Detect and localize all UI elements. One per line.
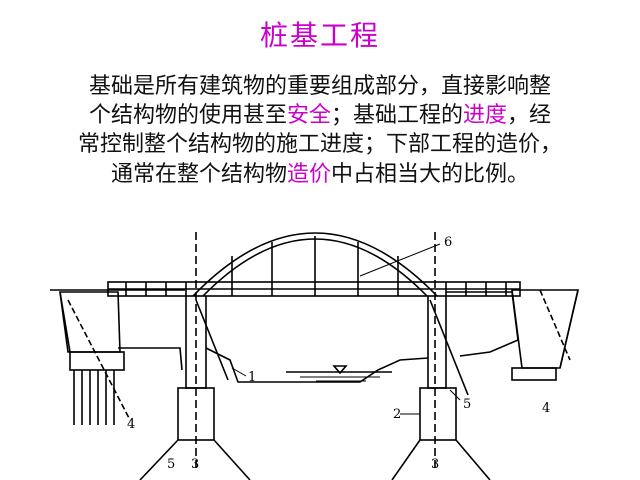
left-ground-surface bbox=[118, 347, 183, 371]
label-4-right: 4 bbox=[542, 401, 550, 416]
arch-hangers bbox=[231, 236, 399, 296]
right-pier bbox=[427, 296, 447, 389]
left-footing-spread bbox=[139, 439, 251, 480]
left-abutment-cap bbox=[69, 351, 125, 371]
right-abutment-diagonal bbox=[539, 289, 571, 361]
highlight-safety: 安全 bbox=[286, 103, 331, 128]
text-segment: 通常在整个结构物 bbox=[110, 162, 287, 187]
right-abutment-slope bbox=[559, 289, 579, 369]
right-pier-diagonal bbox=[429, 299, 469, 396]
text-segment: ；基础工程的 bbox=[330, 103, 463, 128]
right-abutment-cap bbox=[511, 367, 557, 381]
leader-5r bbox=[449, 389, 461, 401]
text-segment: 常控制整个结构物的施工进度；下部工程的造价， bbox=[77, 132, 562, 157]
right-ground-line bbox=[446, 291, 519, 357]
paragraph-line-4: 通常在整个结构物造价中占相当大的比例。 bbox=[0, 160, 640, 190]
text-segment: 个结构物的使用甚至 bbox=[88, 103, 287, 128]
main-arch-outer bbox=[192, 232, 438, 297]
water-surface bbox=[286, 371, 392, 382]
label-4-left: 4 bbox=[127, 417, 135, 432]
paragraph-line-3: 常控制整个结构物的施工进度；下部工程的造价， bbox=[0, 130, 640, 160]
page-title: 桩基工程 bbox=[259, 19, 380, 52]
paragraph-line-2: 个结构物的使用甚至安全；基础工程的进度，经 bbox=[0, 101, 640, 131]
label-3-right: 3 bbox=[431, 457, 439, 472]
label-5-right: 5 bbox=[463, 397, 471, 412]
label-1: 1 bbox=[248, 370, 256, 385]
riverbed-profile bbox=[205, 347, 429, 383]
left-diagonal bbox=[67, 299, 131, 421]
water-level-marker bbox=[332, 365, 348, 375]
paragraph-line-1: 基础是所有建筑物的重要组成部分，直接影响整 bbox=[0, 72, 640, 102]
left-abutment-piles bbox=[73, 370, 115, 425]
right-footing-spread bbox=[391, 439, 491, 480]
highlight-progress: 进度 bbox=[463, 103, 508, 128]
label-3-left: 3 bbox=[191, 457, 199, 472]
text-segment: 中占相当大的比例。 bbox=[331, 162, 530, 187]
deck-railing bbox=[125, 282, 507, 296]
leader-6 bbox=[359, 243, 441, 277]
leader-1 bbox=[231, 367, 247, 377]
left-pier-diagonal bbox=[195, 299, 229, 381]
left-pier-cap bbox=[177, 387, 215, 441]
label-5-left: 5 bbox=[167, 457, 175, 472]
text-segment: 基础是所有建筑物的重要组成部分，直接影响整 bbox=[88, 74, 551, 99]
highlight-cost: 造价 bbox=[286, 162, 331, 187]
label-2: 2 bbox=[393, 407, 401, 422]
left-abutment-slope bbox=[59, 291, 71, 353]
text-segment: ，经 bbox=[507, 103, 552, 128]
label-6: 6 bbox=[444, 235, 452, 250]
right-pier-cap bbox=[419, 387, 457, 441]
